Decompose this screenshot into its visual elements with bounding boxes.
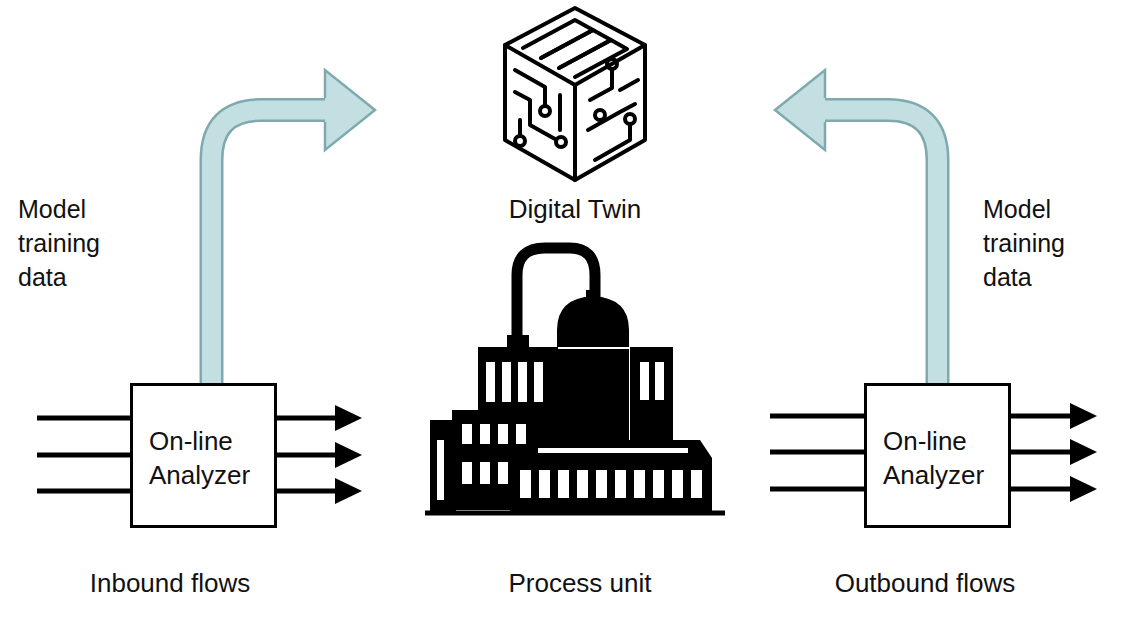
edge-label: Model training data bbox=[983, 192, 1093, 294]
node-text: On-line Analyzer bbox=[883, 424, 1002, 492]
arrow-band-outline bbox=[824, 110, 938, 383]
arrow-head-outline bbox=[775, 70, 825, 150]
arrow-band bbox=[212, 110, 328, 383]
node-text: On-line Analyzer bbox=[149, 424, 268, 492]
arrow-band bbox=[823, 110, 938, 383]
caption-label: Inbound flows bbox=[60, 567, 280, 599]
digital-twin-icon bbox=[505, 8, 645, 180]
arrow-head bbox=[325, 70, 375, 150]
training-data-arrow bbox=[775, 70, 938, 383]
process-unit-icon bbox=[425, 248, 725, 513]
arrow-head-outline bbox=[325, 70, 375, 150]
analyzer-box: On-line Analyzer bbox=[864, 383, 1011, 528]
edge-label: Model training data bbox=[18, 192, 128, 294]
arrow-head bbox=[775, 70, 825, 150]
arrow-band-outline bbox=[212, 110, 327, 383]
node-text: Digital Twin bbox=[375, 193, 775, 225]
caption-label: Process unit bbox=[470, 567, 690, 599]
analyzer-box: On-line Analyzer bbox=[130, 383, 277, 528]
caption-label: Outbound flows bbox=[815, 567, 1035, 599]
digital-twin: Digital Twin bbox=[375, 0, 775, 225]
training-data-arrow bbox=[212, 70, 376, 383]
